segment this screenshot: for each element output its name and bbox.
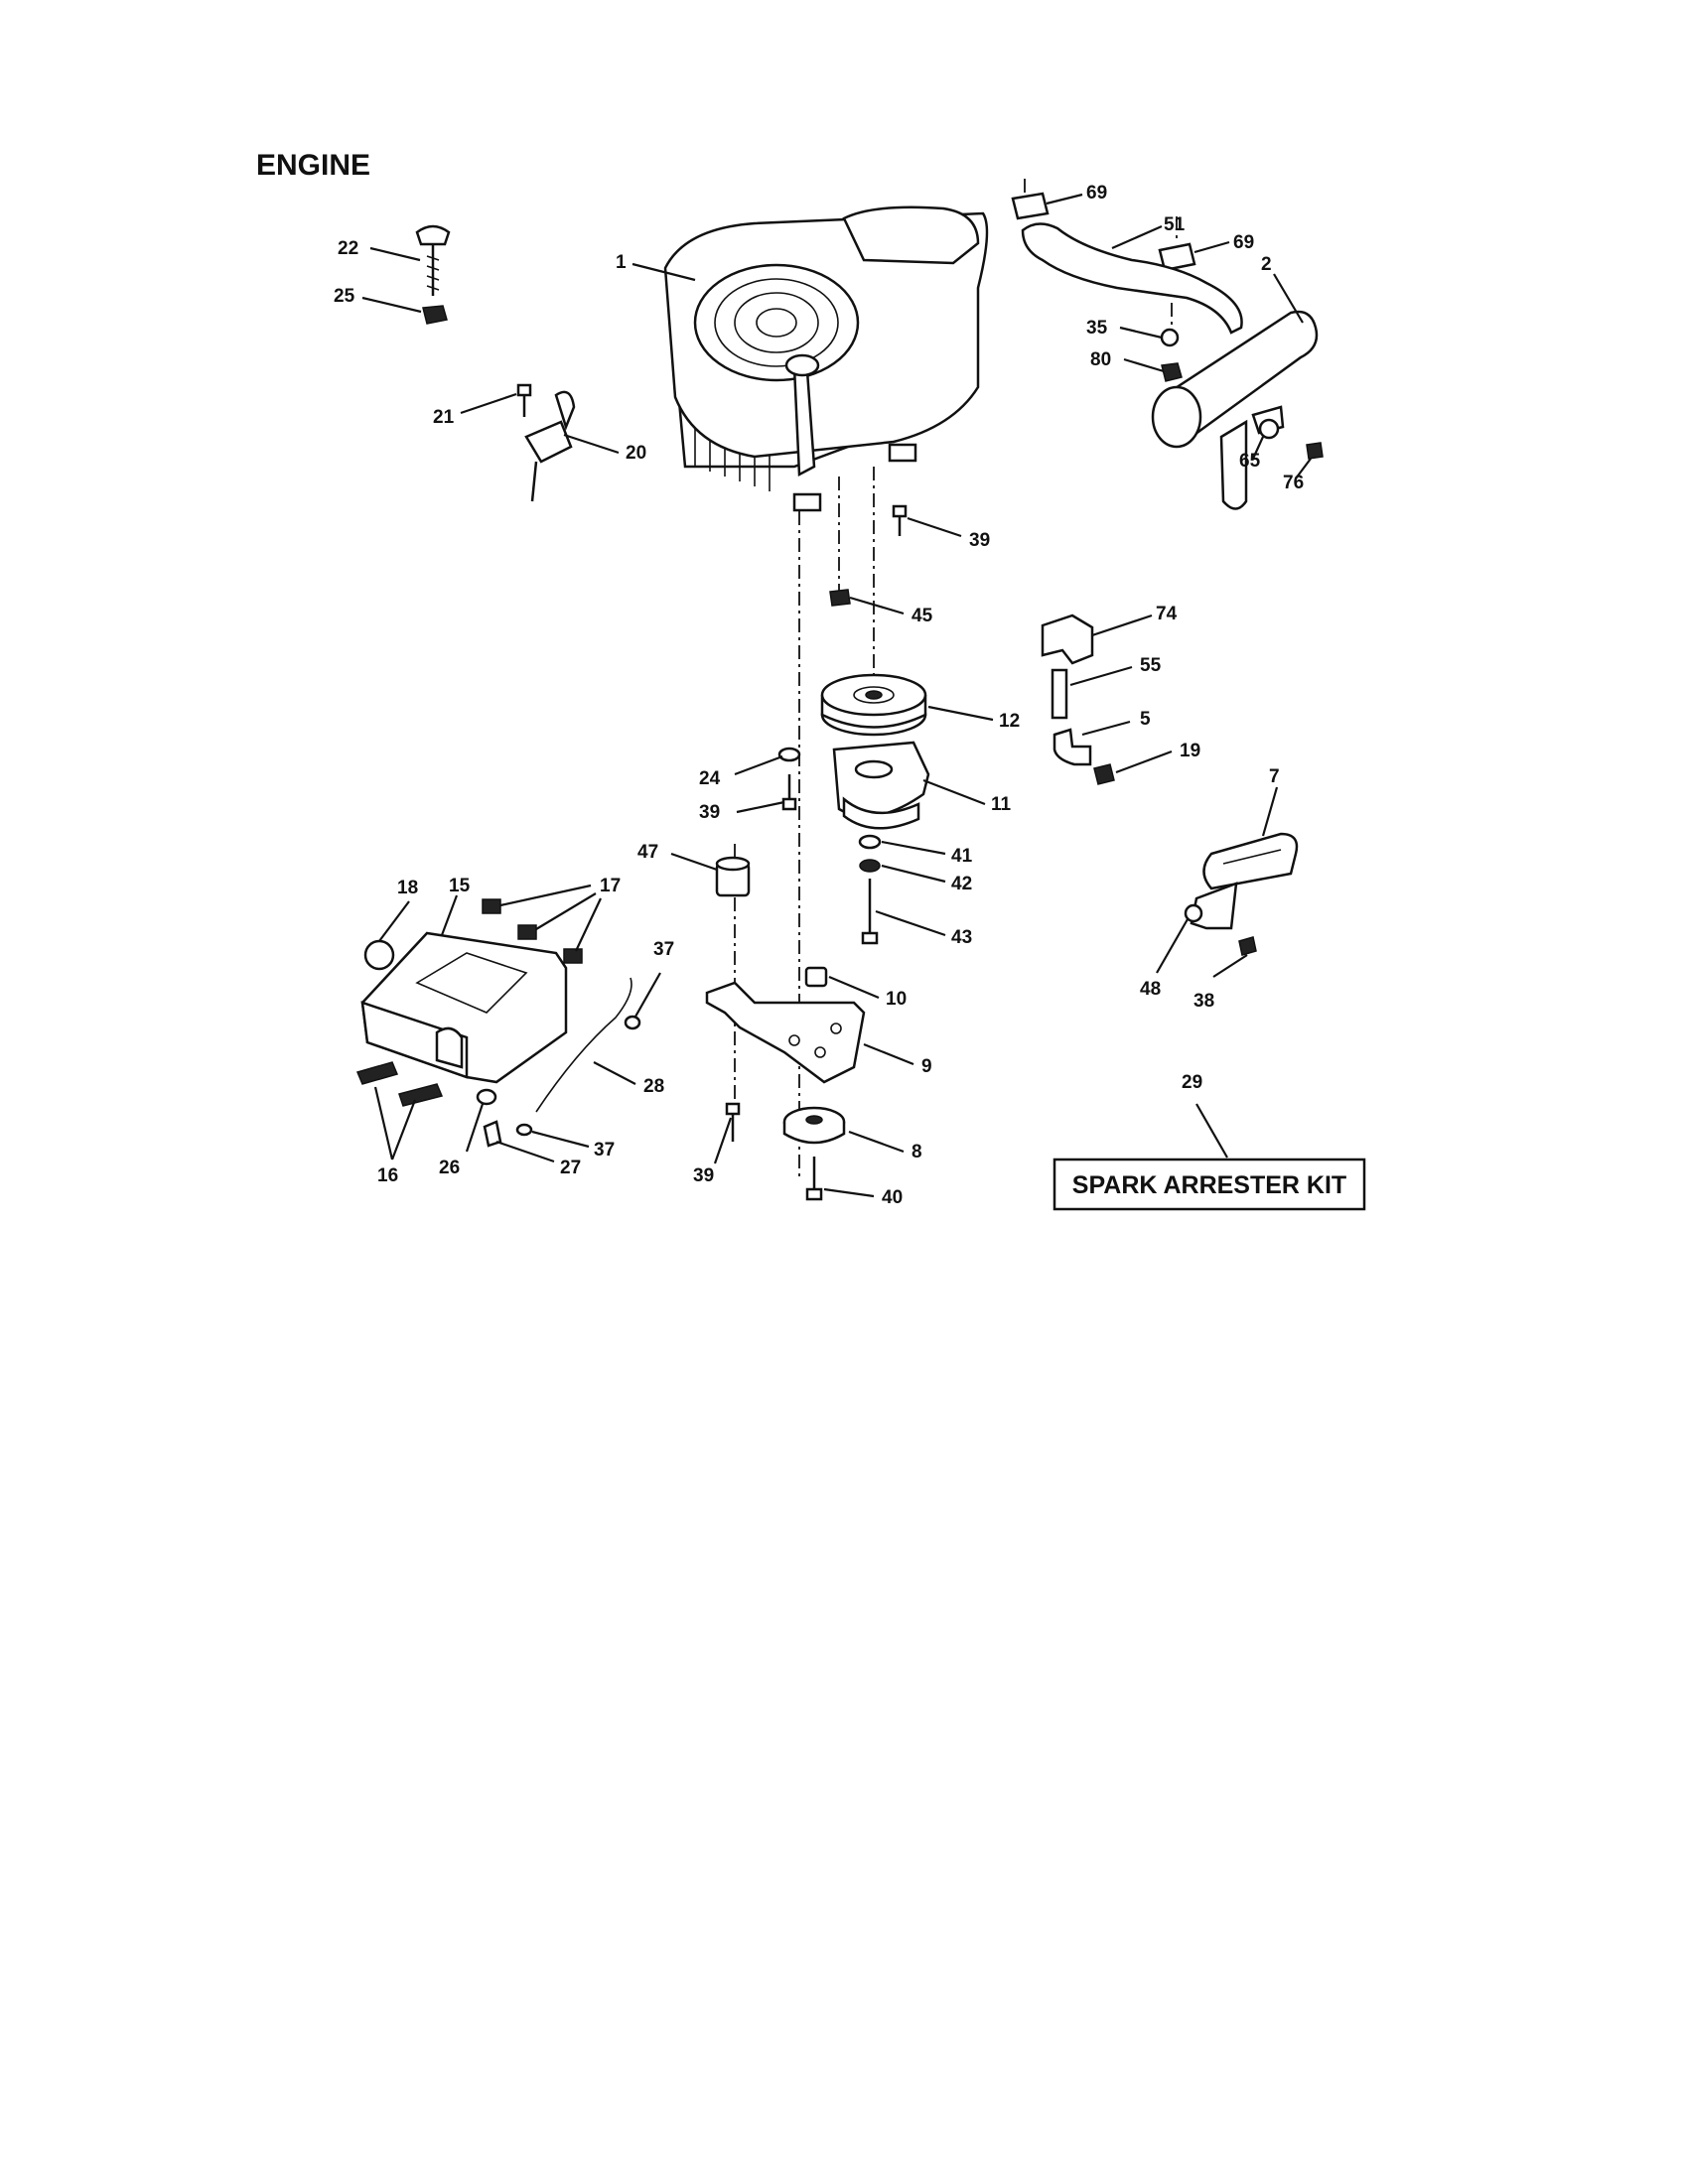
callout-37-lower: 37 [594, 1140, 615, 1160]
part-43-bolt [861, 879, 879, 945]
part-40-bolt [805, 1157, 823, 1201]
callout-18: 18 [397, 878, 418, 898]
part-76-bolt [1306, 442, 1324, 460]
part-5-elbow [1052, 728, 1092, 766]
callout-labels: 1 2 5 7 8 9 10 11 12 15 16 17 18 19 20 2… [334, 183, 1304, 1208]
part-26-bushing [476, 1088, 497, 1106]
callout-41: 41 [951, 846, 973, 867]
callout-10: 10 [886, 989, 907, 1010]
part-39-bolt-upper [892, 504, 908, 536]
callout-39-upper: 39 [969, 530, 990, 551]
callout-65: 65 [1239, 451, 1261, 472]
callout-5: 5 [1140, 709, 1151, 730]
callout-15: 15 [449, 876, 471, 896]
callout-69-top: 69 [1086, 183, 1107, 204]
callout-16: 16 [377, 1165, 398, 1186]
callout-39-middle: 39 [699, 802, 720, 823]
part-41-washer [858, 834, 882, 850]
callout-38: 38 [1193, 991, 1214, 1012]
callout-19: 19 [1180, 741, 1200, 761]
callout-37-upper: 37 [653, 939, 674, 960]
callout-8: 8 [912, 1142, 922, 1162]
part-24-washer [777, 747, 801, 762]
part-38-bolt [1238, 936, 1257, 956]
part-17-pad-a [482, 898, 501, 914]
spark-arrester-kit-box [1052, 1158, 1366, 1211]
callout-47: 47 [637, 842, 658, 863]
part-20-bracket [524, 390, 576, 502]
part-37-clamp-upper [624, 1015, 641, 1030]
part-47-spacer [715, 856, 751, 897]
part-15-base [360, 931, 568, 1084]
part-19-plug [1093, 763, 1115, 785]
part-55-nipple [1051, 668, 1068, 720]
callout-20: 20 [626, 443, 646, 464]
callout-29: 29 [1182, 1072, 1202, 1093]
part-74-elbow [1041, 614, 1094, 665]
callout-24: 24 [699, 768, 721, 789]
engine-block [663, 205, 989, 512]
callout-69-right: 69 [1233, 232, 1254, 253]
part-9-bracket [705, 981, 866, 1084]
part-69-gasket-top [1011, 192, 1050, 220]
part-65-washer [1258, 418, 1280, 440]
part-18-plug [363, 939, 395, 971]
part-12-pulley [820, 673, 927, 737]
part-17-pad-c [563, 948, 583, 964]
callout-7: 7 [1269, 766, 1280, 787]
callout-22: 22 [338, 238, 358, 259]
leader-lines [361, 193, 1312, 1198]
part-27-fitting [483, 1120, 502, 1148]
part-42-washer [859, 859, 881, 873]
part-28-hose [535, 977, 632, 1113]
callout-9: 9 [921, 1056, 932, 1077]
part-2-muffler [1151, 310, 1319, 510]
callout-26: 26 [439, 1158, 460, 1178]
callout-21: 21 [433, 407, 455, 428]
part-51-exhaust-pipe [1021, 222, 1243, 335]
callout-2: 2 [1261, 254, 1272, 275]
part-11-clutch [832, 741, 930, 830]
callout-17: 17 [600, 876, 621, 896]
callout-80: 80 [1090, 349, 1111, 370]
diagram-title: ENGINE [256, 149, 370, 182]
part-80-nut [1161, 362, 1183, 382]
callout-43: 43 [951, 927, 972, 948]
callout-12: 12 [999, 711, 1020, 732]
part-21-screw [516, 383, 532, 417]
callout-74: 74 [1156, 604, 1178, 624]
part-39-bolt-lower [725, 1102, 741, 1142]
part-35-washer [1160, 328, 1180, 347]
callout-1: 1 [616, 252, 627, 273]
part-7-bracket [1190, 832, 1299, 930]
callout-51: 51 [1164, 214, 1186, 235]
callout-40: 40 [882, 1187, 903, 1208]
spark-arrester-kit-label: SPARK ARRESTER KIT [1072, 1171, 1346, 1199]
part-10-spacer [804, 966, 828, 988]
callout-11: 11 [991, 794, 1012, 815]
callout-39-lower: 39 [693, 1165, 714, 1186]
callout-48: 48 [1140, 979, 1161, 1000]
part-22-bolt [415, 224, 451, 296]
part-48-washer [1184, 903, 1203, 923]
callout-42: 42 [951, 874, 972, 894]
callout-27: 27 [560, 1158, 581, 1178]
callout-76: 76 [1283, 473, 1304, 493]
callout-45: 45 [912, 606, 933, 626]
callout-28: 28 [643, 1076, 664, 1097]
part-39-bolt-middle [781, 774, 797, 811]
callout-35: 35 [1086, 318, 1108, 339]
callout-25: 25 [334, 286, 355, 307]
part-17-pad-b [517, 924, 537, 940]
part-25-nut [422, 305, 448, 325]
part-8-idler-pulley [782, 1106, 846, 1145]
part-16-pad-a [355, 1061, 399, 1085]
part-45-nut [829, 589, 851, 607]
part-69-gasket-right [1158, 242, 1196, 272]
part-16-pad-b [398, 1083, 444, 1107]
callout-55: 55 [1140, 655, 1162, 676]
part-37-clamp-lower [515, 1123, 533, 1137]
